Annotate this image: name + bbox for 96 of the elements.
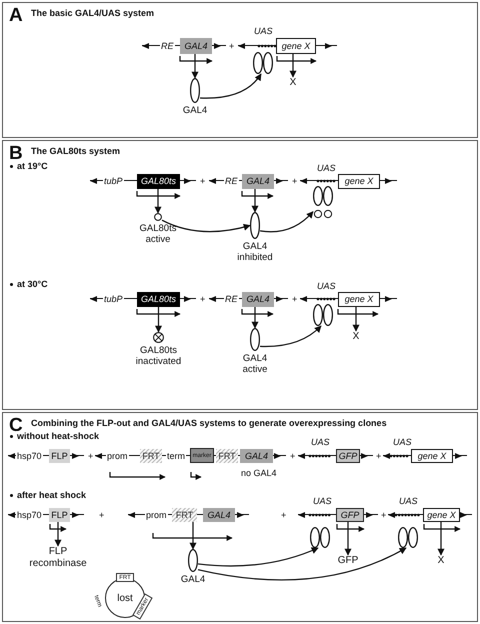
arrow	[438, 522, 444, 556]
plus-sign: +	[228, 40, 236, 52]
gene-box: GAL4	[242, 292, 274, 307]
construct-element-label: UAS	[312, 496, 333, 507]
gene-box: GAL4	[240, 449, 273, 463]
bound-protein-pair	[253, 52, 273, 74]
plus-sign: +	[291, 176, 298, 186]
panel-title: The GAL80ts system	[31, 146, 120, 157]
plus-sign: +	[291, 294, 298, 304]
arrow	[290, 54, 296, 78]
protein-label: GAL80ts inactivated	[134, 345, 182, 367]
arrow	[344, 522, 352, 556]
arrow	[252, 189, 258, 213]
gene-box: FLP	[49, 449, 70, 463]
protein-ellipse	[250, 212, 260, 239]
curved-arrow	[198, 547, 407, 580]
protein-ellipse	[188, 549, 198, 572]
crossed-circle	[153, 332, 164, 343]
product-label: X	[287, 77, 299, 89]
construct-element-label: tubP	[103, 176, 124, 186]
curved-arrow	[260, 211, 314, 232]
panel-letter: B	[9, 144, 23, 164]
frt-site-box: FRT	[216, 449, 238, 463]
gene-box: GFP	[336, 508, 364, 522]
frt-site-box: FRT	[140, 449, 162, 463]
gene-box: gene X	[276, 38, 316, 54]
plus-sign: +	[199, 176, 206, 186]
construct-element-label: hsp70	[16, 510, 43, 520]
product-label: X	[350, 331, 362, 343]
plus-sign: +	[375, 450, 382, 462]
product-label: X	[435, 555, 447, 567]
protein-label: GAL80ts active	[138, 223, 178, 245]
arrow	[54, 522, 62, 547]
gene-box: GAL80ts	[137, 292, 180, 307]
panel-frame	[2, 2, 478, 138]
product-label: GFP	[336, 555, 360, 567]
protein-circle	[154, 213, 162, 221]
condition-heading: at 19°C	[16, 161, 49, 172]
construct-element-label: RE	[224, 176, 239, 186]
protein-label: GAL4 inhibited	[236, 241, 274, 263]
plus-sign: +	[380, 510, 388, 520]
plus-sign: +	[87, 450, 94, 462]
construct-element-label: term	[166, 450, 186, 462]
gene-box: GFP	[336, 449, 360, 463]
frt-site-box: FRT	[172, 508, 197, 522]
curved-arrow	[162, 220, 251, 232]
gene-box: gene X	[338, 174, 380, 189]
protein-label: GAL4	[182, 105, 208, 116]
gene-box: gene X	[423, 508, 460, 522]
construct-element-label: UAS	[392, 437, 413, 448]
bound-protein-pair	[310, 527, 330, 548]
protein-label: GAL4	[180, 574, 206, 585]
arrow	[192, 54, 198, 79]
curved-arrow	[198, 547, 319, 567]
gene-box: GAL4	[180, 38, 212, 54]
gene-box: GAL4	[203, 508, 235, 522]
arrow	[352, 307, 360, 332]
curved-arrow	[200, 73, 262, 99]
panel-frame	[2, 140, 478, 410]
plus-sign: +	[98, 510, 106, 520]
arrow	[190, 522, 196, 550]
protein-ellipse	[250, 328, 260, 351]
construct-element-label: tubP	[103, 294, 124, 304]
condition-heading: without heat-shock	[16, 431, 100, 442]
gene-box: GAL80ts	[137, 174, 180, 189]
construct-element-label: UAS	[398, 496, 419, 507]
panel-title: The basic GAL4/UAS system	[31, 8, 154, 19]
gene-box: gene X	[411, 449, 453, 463]
construct-element-label: UAS	[310, 437, 331, 448]
construct-element-label: UAS	[316, 163, 337, 174]
arrow	[154, 189, 162, 214]
construct-element-label: UAS	[316, 281, 337, 292]
protein-label: GAL4 active	[242, 353, 268, 375]
gene-box: FLP	[49, 508, 70, 522]
inhibited-protein-complex	[313, 186, 333, 218]
plus-sign: +	[280, 510, 288, 520]
arrow	[155, 307, 162, 333]
plus-sign: no GAL4	[240, 468, 278, 479]
product-label: FLP recombinase	[30, 546, 86, 570]
construct-element-label: RE	[160, 40, 175, 52]
panel-title: Combining the FLP-out and GAL4/UAS systems to generate overexpressing clones	[31, 418, 387, 429]
construct-element-label: UAS	[253, 26, 274, 37]
construct-element-label: RE	[224, 294, 239, 304]
gene-box: GAL4	[242, 174, 274, 189]
arrow	[252, 307, 258, 329]
plus-sign: +	[289, 450, 296, 462]
curved-arrow	[260, 326, 322, 348]
plus-sign: +	[199, 294, 206, 304]
gene-box: gene X	[338, 292, 380, 307]
construct-element-label: hsp70	[16, 450, 43, 462]
bound-protein-pair	[313, 304, 333, 326]
condition-heading: at 30°C	[16, 279, 49, 290]
protein-ellipse	[190, 78, 200, 103]
panel-letter: A	[9, 6, 23, 26]
bound-protein-pair	[398, 527, 418, 548]
condition-heading: after heat shock	[16, 490, 88, 501]
